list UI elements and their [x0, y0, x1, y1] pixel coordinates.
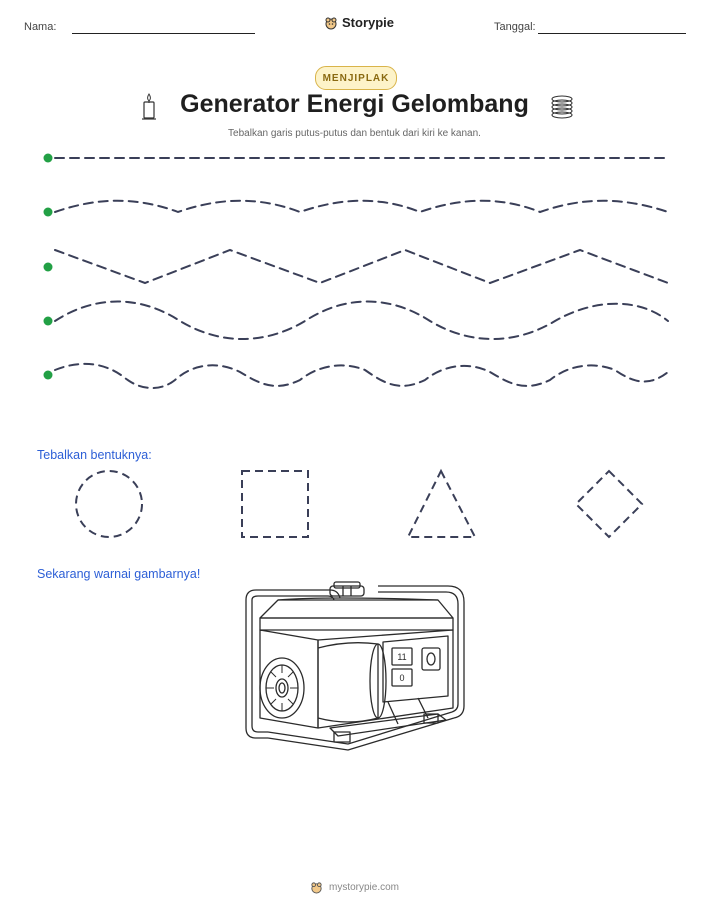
trace-shapes [75, 468, 644, 539]
storypie-mascot-icon [324, 16, 338, 30]
tracing-lines-area [43, 153, 669, 389]
start-dot [43, 207, 53, 217]
trace-line-zigzag [54, 248, 669, 285]
trace-line-bumpy-wave [54, 362, 669, 389]
panel-number-1: 11 [397, 652, 406, 662]
trace-line-wave [54, 300, 669, 340]
trace-shape-circle [75, 470, 143, 538]
date-label: Tanggal: [494, 21, 536, 33]
panel-number-2: 0 [399, 673, 404, 683]
trace-line-gentle-wave [54, 199, 669, 214]
coloring-section-label: Sekarang warnai gambarnya! [37, 567, 201, 581]
date-field[interactable] [538, 33, 686, 34]
storypie-mascot-icon [310, 881, 323, 894]
activity-badge: MENJIPLAK [315, 66, 397, 90]
name-field[interactable] [72, 33, 255, 34]
brand-logo: Storypie [324, 15, 394, 30]
footer-url[interactable]: mystorypie.com [328, 882, 399, 893]
trace-shape-diamond [574, 469, 644, 539]
start-dot [43, 370, 53, 380]
candle-icon [140, 92, 158, 122]
generator-coloring-illustration: 11 0 [245, 581, 465, 751]
name-label: Nama: [24, 21, 57, 33]
start-dot [43, 262, 53, 272]
trace-shape-square [241, 470, 309, 538]
coil-spring-icon [550, 94, 574, 120]
instructions-subtitle: Tebalkan garis putus-putus dan bentuk da… [228, 128, 481, 139]
start-dot [43, 316, 53, 326]
trace-shape-triangle [406, 468, 477, 538]
start-dot [43, 153, 53, 163]
brand-name: Storypie [342, 15, 395, 30]
shapes-section-label: Tebalkan bentuknya: [37, 448, 152, 462]
footer: mystorypie.com [0, 881, 709, 894]
page-title: Generator Energi Gelombang [180, 90, 529, 118]
